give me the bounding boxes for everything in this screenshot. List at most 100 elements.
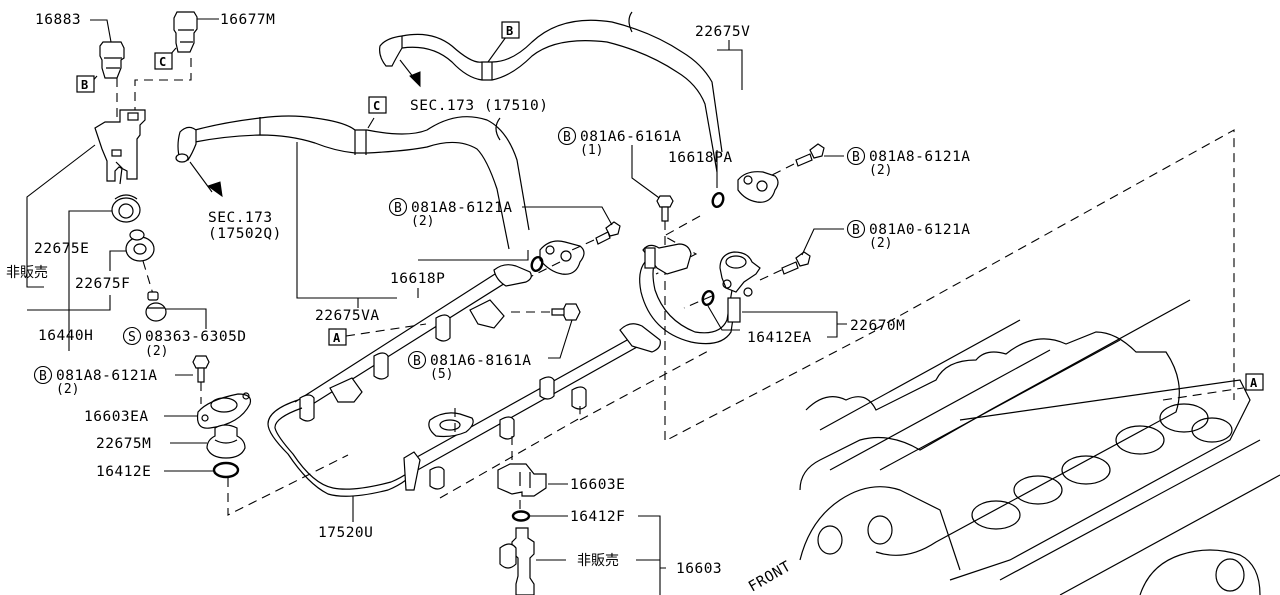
svg-text:B: B bbox=[563, 130, 571, 145]
callout-16618p: 16618P bbox=[390, 271, 445, 287]
feed-tube-22670m-part[interactable] bbox=[639, 243, 741, 345]
connector-16677m-part[interactable] bbox=[173, 11, 198, 53]
svg-text:B: B bbox=[852, 223, 860, 238]
ref-tag-c-left: C bbox=[154, 52, 173, 70]
qty-081a6-8161a: (5) bbox=[430, 367, 453, 382]
qty-081a6-6161a: (1) bbox=[580, 143, 603, 158]
callout-16603e: 16603E bbox=[570, 477, 625, 493]
svg-text:B: B bbox=[506, 24, 513, 38]
callout-22675v: 22675V bbox=[695, 24, 750, 40]
qty-08363: (2) bbox=[145, 344, 168, 359]
callout-22675f: 22675F bbox=[75, 276, 130, 292]
crossover-tube-17520u-part[interactable] bbox=[267, 399, 407, 497]
qty-081a8-left: (2) bbox=[56, 382, 79, 397]
callout-16412ea: 16412EA bbox=[747, 330, 812, 346]
callout-22670m: 22670M bbox=[850, 318, 905, 334]
damper-gasket-16603ea-part[interactable] bbox=[196, 392, 252, 429]
callout-081a8-6121a-right: 081A8-6121A bbox=[869, 149, 971, 165]
ref-tag-b-left: B bbox=[76, 75, 95, 93]
svg-text:B: B bbox=[81, 78, 88, 92]
fuel-hose-22675va[interactable] bbox=[175, 115, 530, 250]
not-for-sale-label-injector: 非販売 bbox=[577, 553, 619, 569]
svg-text:S: S bbox=[128, 330, 136, 345]
callout-16603ea: 16603EA bbox=[84, 409, 149, 425]
bolt-marker-right: B bbox=[846, 146, 866, 166]
section-ref-17502q-line1: SEC.173 bbox=[208, 210, 273, 226]
callout-16603: 16603 bbox=[676, 561, 722, 577]
screw-08363-part[interactable] bbox=[145, 291, 167, 322]
callout-081a0-6121a: 081A0-6121A bbox=[869, 222, 971, 238]
svg-text:B: B bbox=[852, 150, 860, 165]
bolt-marker-081a0: B bbox=[846, 219, 866, 239]
bolt-081a6-8161a-part[interactable] bbox=[551, 303, 581, 321]
ref-tag-a-rail: A bbox=[328, 328, 347, 346]
oring-16618p-part[interactable] bbox=[530, 256, 544, 273]
callout-16440h: 16440H bbox=[38, 328, 93, 344]
svg-text:A: A bbox=[1250, 376, 1258, 390]
callout-081a6-8161a: 081A6-8161A bbox=[430, 353, 532, 369]
pressure-regulator-part[interactable] bbox=[719, 251, 761, 297]
oring-16412f-part[interactable] bbox=[511, 510, 531, 522]
callout-22675va: 22675VA bbox=[315, 308, 380, 324]
callout-16412e: 16412E bbox=[96, 464, 151, 480]
qty-081a8-right: (2) bbox=[869, 163, 892, 178]
ref-tag-a-engine: A bbox=[1245, 373, 1264, 391]
section-arrow-17502q bbox=[206, 181, 223, 198]
bolt-marker-mid: B bbox=[388, 197, 408, 217]
callout-16883: 16883 bbox=[35, 12, 81, 28]
callout-16618pa: 16618PA bbox=[668, 150, 733, 166]
svg-text:A: A bbox=[333, 331, 341, 345]
cylinder-head-part bbox=[799, 299, 1280, 595]
oring-16412ea-part[interactable] bbox=[701, 290, 715, 307]
damper-22675m-part[interactable] bbox=[206, 424, 246, 459]
bolt-marker-081a6-6161a: B bbox=[557, 126, 577, 146]
grommet-22675e-part[interactable] bbox=[111, 194, 141, 223]
fuel-rail-lower-part[interactable] bbox=[403, 323, 661, 491]
callout-081a8-6121a-mid: 081A8-6121A bbox=[411, 200, 513, 216]
oring-16618pa-part[interactable] bbox=[711, 192, 725, 209]
connector-16883-part[interactable] bbox=[99, 41, 125, 79]
bolt-marker-left: B bbox=[33, 365, 53, 385]
callout-081a6-6161a: 081A6-6161A bbox=[580, 129, 682, 145]
washer-22675f-part[interactable] bbox=[125, 229, 155, 262]
qty-081a0: (2) bbox=[869, 236, 892, 251]
bolt-081a8-right-part[interactable] bbox=[795, 143, 825, 167]
callout-22675m: 22675M bbox=[96, 436, 151, 452]
bolt-081a8-mid-part[interactable] bbox=[595, 221, 621, 245]
ref-tag-c-hose: C bbox=[368, 96, 387, 114]
fuel-rail-upper-part[interactable] bbox=[294, 264, 532, 422]
svg-text:B: B bbox=[39, 369, 47, 384]
bolt-081a8-left-part[interactable] bbox=[192, 355, 210, 383]
damper-group: B 081A8-6121A (2) 16603EA 22675M 16412E bbox=[33, 355, 349, 516]
injector-clip-16603e-part[interactable] bbox=[497, 463, 547, 497]
bolt-081a0-part[interactable] bbox=[781, 251, 811, 275]
callout-16677m: 16677M bbox=[220, 12, 275, 28]
fuel-injector-part[interactable] bbox=[499, 527, 535, 595]
bolt-081a6-6161a-part[interactable] bbox=[656, 195, 674, 222]
svg-text:B: B bbox=[413, 354, 421, 369]
svg-text:B: B bbox=[394, 201, 402, 216]
callout-08363-6305d: 08363-6305D bbox=[145, 329, 247, 345]
bolt-marker-081a6-8161a: B bbox=[407, 350, 427, 370]
not-for-sale-label-sensor: 非販売 bbox=[6, 265, 48, 281]
sensor-bracket-part[interactable] bbox=[94, 109, 146, 185]
front-orientation-label: FRONT bbox=[746, 559, 794, 595]
screw-marker-s: S bbox=[122, 326, 142, 346]
callout-22675e: 22675E bbox=[34, 241, 89, 257]
svg-text:C: C bbox=[159, 55, 166, 69]
section-ref-17510: SEC.173 (17510) bbox=[410, 98, 548, 114]
callout-17520u: 17520U bbox=[318, 525, 373, 541]
callout-081a8-6121a-left: 081A8-6121A bbox=[56, 368, 158, 384]
oring-16412e-part[interactable] bbox=[212, 461, 240, 479]
qty-081a8-mid: (2) bbox=[411, 214, 434, 229]
hose-fitting-right-part[interactable] bbox=[737, 171, 779, 203]
sensor-bracket-group: 16883 B 16677M C bbox=[6, 11, 275, 359]
ref-tag-b-hose: B bbox=[501, 21, 520, 39]
section-ref-17502q-line2: (17502Q) bbox=[208, 226, 282, 242]
section-arrow-17510 bbox=[409, 71, 421, 88]
fuel-hose-22675v[interactable] bbox=[379, 11, 723, 173]
injector-group: 16603E 16412F 非販売 16603 bbox=[497, 436, 722, 595]
svg-text:C: C bbox=[373, 99, 380, 113]
callout-16412f: 16412F bbox=[570, 509, 625, 525]
